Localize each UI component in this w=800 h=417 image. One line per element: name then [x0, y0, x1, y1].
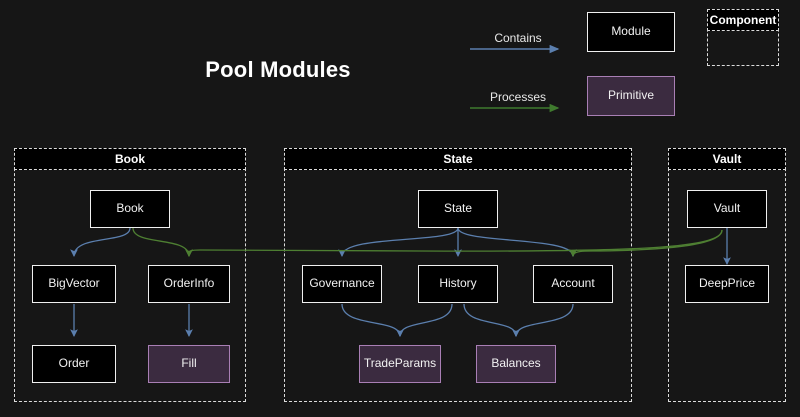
node-history[interactable]: History: [418, 265, 498, 303]
legend-module-swatch: Module: [587, 12, 675, 52]
legend-processes-arrow-icon: [468, 101, 568, 115]
node-orderinfo-label: OrderInfo: [164, 277, 215, 290]
legend-component-header: Component: [707, 9, 779, 31]
component-vault-header: Vault: [668, 148, 786, 170]
component-book-label: Book: [115, 152, 145, 166]
node-vault[interactable]: Vault: [687, 190, 767, 228]
component-state-header: State: [284, 148, 632, 170]
node-governance-label: Governance: [309, 277, 374, 290]
node-tradeparams-label: TradeParams: [364, 357, 436, 370]
node-account[interactable]: Account: [533, 265, 613, 303]
node-bigvector-label: BigVector: [48, 277, 99, 290]
node-book-label: Book: [116, 202, 143, 215]
component-state-label: State: [443, 152, 472, 166]
node-bigvector[interactable]: BigVector: [32, 265, 116, 303]
node-account-label: Account: [551, 277, 594, 290]
node-orderinfo[interactable]: OrderInfo: [148, 265, 230, 303]
legend-component-label: Component: [710, 13, 777, 27]
node-deepprice[interactable]: DeepPrice: [685, 265, 769, 303]
node-state[interactable]: State: [418, 190, 498, 228]
node-book[interactable]: Book: [90, 190, 170, 228]
node-fill-label: Fill: [181, 357, 196, 370]
node-deepprice-label: DeepPrice: [699, 277, 755, 290]
node-tradeparams[interactable]: TradeParams: [359, 345, 441, 383]
legend-contains-arrow-icon: [468, 42, 568, 56]
node-balances[interactable]: Balances: [476, 345, 556, 383]
legend-module-label: Module: [611, 25, 650, 38]
component-book-header: Book: [14, 148, 246, 170]
node-history-label: History: [439, 277, 476, 290]
node-vault-label: Vault: [714, 202, 740, 215]
node-fill[interactable]: Fill: [148, 345, 230, 383]
node-balances-label: Balances: [491, 357, 540, 370]
node-order-label: Order: [59, 357, 90, 370]
node-governance[interactable]: Governance: [302, 265, 382, 303]
legend-primitive-label: Primitive: [608, 89, 654, 102]
node-state-label: State: [444, 202, 472, 215]
page-title: Pool Modules: [168, 57, 388, 83]
node-order[interactable]: Order: [32, 345, 116, 383]
legend-primitive-swatch: Primitive: [587, 76, 675, 116]
component-vault-label: Vault: [713, 152, 742, 166]
